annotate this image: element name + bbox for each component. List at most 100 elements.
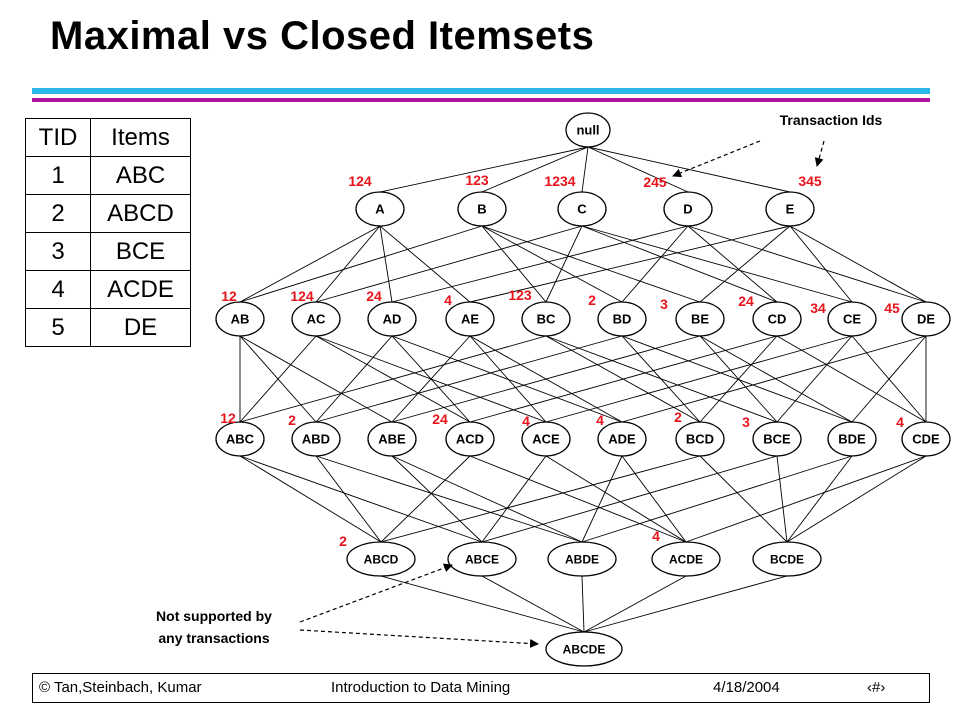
transaction-ids-label-bce: 3 <box>742 414 750 430</box>
itemset-node-ellipse <box>355 191 405 227</box>
itemset-node-ellipse <box>765 191 815 227</box>
itemset-node-ce: CE 34 <box>810 300 877 337</box>
transaction-ids-label-a: 124 <box>348 173 372 189</box>
itemset-node-bde: BDE <box>827 421 877 457</box>
lattice-edge <box>379 225 471 303</box>
table-row: 5 DE <box>25 308 191 347</box>
itemset-node-ellipse <box>521 421 571 457</box>
itemset-node-ellipse <box>752 301 802 337</box>
itemset-node-ellipse <box>651 541 721 577</box>
transaction-ids-label-abcd: 2 <box>339 533 347 549</box>
table-header-row: TID Items <box>25 118 191 157</box>
itemset-node-ellipse <box>675 421 725 457</box>
itemset-node-bd: BD2 <box>588 292 647 337</box>
itemset-node-label: CE <box>843 312 861 327</box>
itemset-node-ellipse <box>557 191 607 227</box>
lattice-edge <box>239 455 483 543</box>
itemset-node-label: BCD <box>686 432 714 447</box>
itemset-node-abcde: ABCDE <box>545 631 623 667</box>
lattice-edge <box>481 225 623 303</box>
title-rule-magenta <box>32 98 930 102</box>
lattice-edge <box>789 225 927 303</box>
lattice-edge <box>581 575 585 633</box>
itemset-node-bcde: BCDE <box>752 541 822 577</box>
transaction-ids-label: Transaction Ids <box>780 112 883 128</box>
transaction-ids-label-bc: 123 <box>508 287 532 303</box>
lattice-edge <box>481 575 585 633</box>
itemset-node-label: AE <box>461 312 479 327</box>
lattice-edge <box>699 225 791 303</box>
itemset-lattice-diagram: nullA124B123C1234D245E345AB12AC124AD24AE… <box>156 112 951 667</box>
transaction-ids-label-abd: 2 <box>288 412 296 428</box>
transaction-ids-arrow-to-d <box>672 140 761 178</box>
itemset-node-ellipse <box>447 541 517 577</box>
itemset-node-ellipse <box>367 301 417 337</box>
not-supported-arrow-to-abce <box>299 563 453 623</box>
lattice-edge <box>391 455 583 543</box>
lattice-edge <box>379 146 589 193</box>
transaction-ids-label-c: 1234 <box>544 173 575 189</box>
lattice-edge <box>621 455 687 543</box>
lattice-edge <box>380 575 585 633</box>
lattice-edge <box>315 455 583 543</box>
table-cell-items: ABC <box>90 156 191 195</box>
itemset-node-ellipse <box>597 301 647 337</box>
lattice-edge <box>851 335 927 423</box>
lattice-edge <box>391 335 623 423</box>
transaction-ids-label-e: 345 <box>798 173 822 189</box>
itemset-node-bce: BCE 3 <box>742 414 802 457</box>
itemset-node-label: ABCD <box>364 553 399 567</box>
transaction-ids-label-cde: 4 <box>896 414 904 430</box>
itemset-node-label: ABD <box>302 432 330 447</box>
itemset-node-ellipse <box>547 541 617 577</box>
itemset-node-ellipse <box>597 421 647 457</box>
lattice-edge <box>699 335 778 423</box>
lattice-edge <box>581 455 853 543</box>
itemset-node-label: null <box>576 123 599 138</box>
transaction-ids-label-bd: 2 <box>588 292 596 308</box>
lattice-edge <box>239 225 381 303</box>
itemset-node-ellipse <box>457 191 507 227</box>
lattice-edge <box>391 225 689 303</box>
lattice-edge <box>581 146 589 193</box>
transaction-ids-label-ce: 34 <box>810 300 826 316</box>
lattice-edge <box>315 335 393 423</box>
lattice-edge <box>481 455 778 543</box>
lattice-edge <box>469 455 687 543</box>
itemset-node-label: BCE <box>763 432 791 447</box>
itemset-node-ellipse <box>291 301 341 337</box>
itemset-node-ellipse <box>752 421 802 457</box>
table-cell-items: DE <box>90 308 191 347</box>
lattice-edge <box>315 225 583 303</box>
not-supported-label-line2: any transactions <box>158 630 269 646</box>
footer-date: 4/18/2004 <box>713 679 780 696</box>
itemset-node-abd: ABD 2 <box>288 412 341 457</box>
itemset-node-ellipse <box>827 421 877 457</box>
itemset-node-label: E <box>786 202 795 217</box>
lattice-edge <box>583 575 687 633</box>
itemset-node-ellipse <box>663 191 713 227</box>
transaction-ids-label-acd: 24 <box>432 411 448 427</box>
itemset-node-label: AD <box>383 312 402 327</box>
transaction-ids-label-abc: 12 <box>220 410 236 426</box>
itemset-node-label: C <box>577 202 587 217</box>
footer-course-title: Introduction to Data Mining <box>331 679 511 696</box>
lattice-edge <box>481 455 547 543</box>
lattice-edge <box>380 455 471 543</box>
itemset-node-ellipse <box>545 631 623 667</box>
lattice-edge <box>315 225 381 303</box>
itemset-node-ellipse <box>215 421 265 457</box>
table-row: 4 ACDE <box>25 270 191 309</box>
lattice-edge <box>581 455 623 543</box>
lattice-edge <box>776 335 853 423</box>
itemset-node-label: AC <box>307 312 326 327</box>
lattice-edge <box>239 335 393 423</box>
lattice-edge <box>545 225 583 303</box>
